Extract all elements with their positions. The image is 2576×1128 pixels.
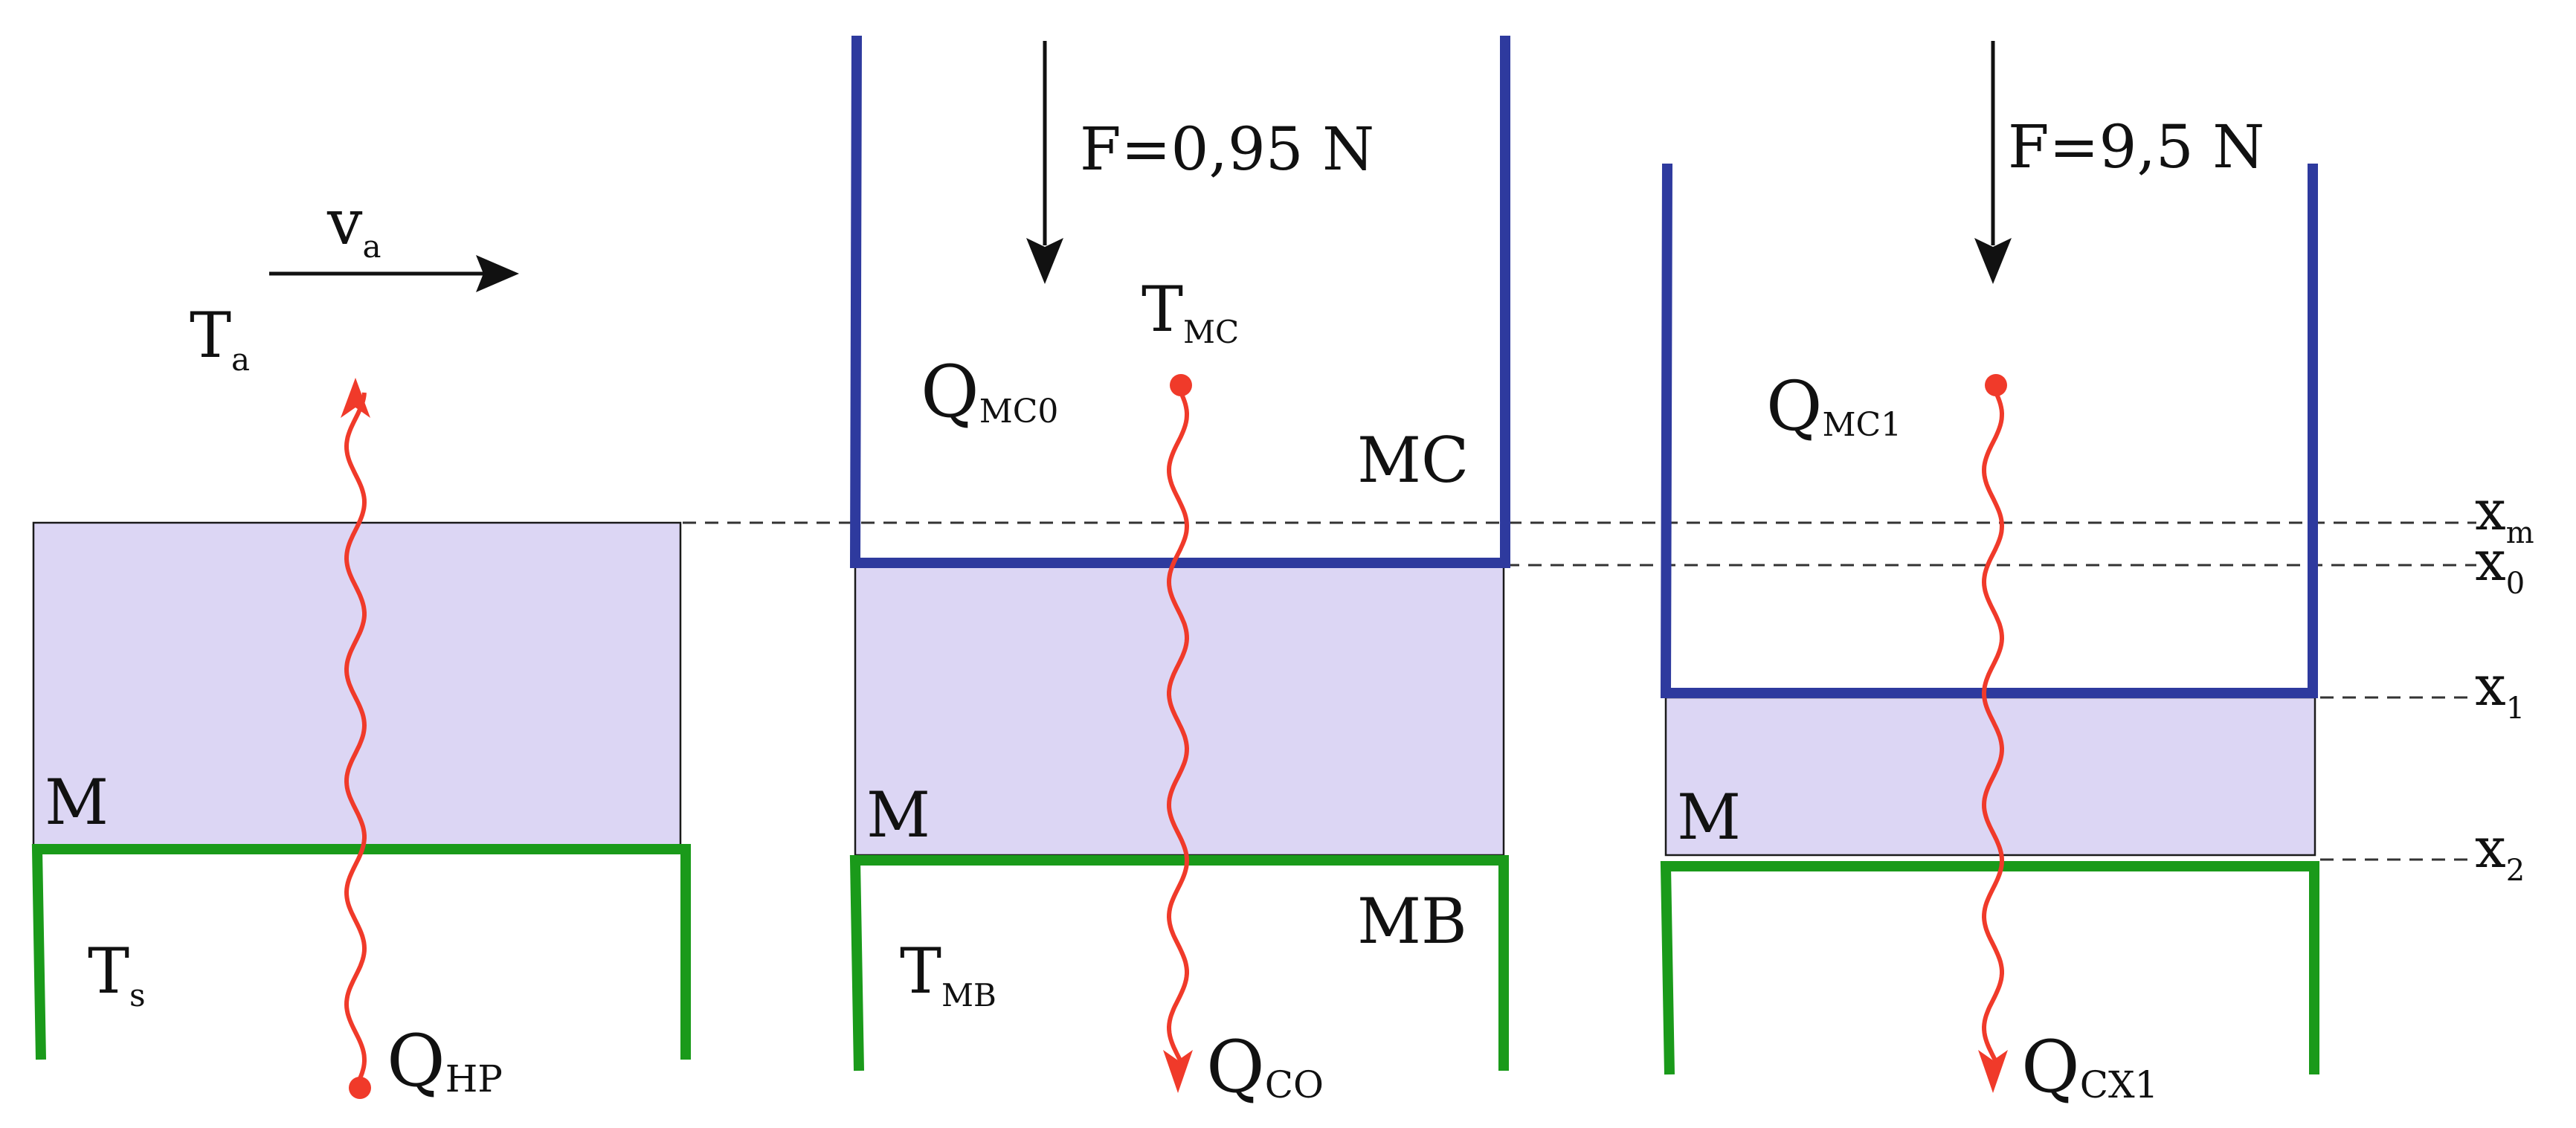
top-temp-label: TMC [1142,273,1239,350]
heat-label: QCX1 [2021,1025,2158,1109]
force-label: F=9,5 N [2008,112,2264,181]
ambient-temp-label: Ta [190,299,250,378]
bottom-plate [1660,861,2319,1075]
level-label-xm: xm [2475,479,2534,550]
heat-top-label: QMC0 [921,350,1058,434]
bottom-plate [31,844,691,1060]
top-plate [849,35,1510,568]
heat-source-dot [1985,374,2007,396]
velocity-arrowhead [476,255,519,292]
material-block [32,521,682,847]
heat-source-dot [349,1077,371,1099]
velocity-label: va [326,186,381,265]
panel-2: F=0,95 N QMC0 TMC MC M MB TMB QCO [849,35,1510,1109]
heat-flow-wavy-arrow [1981,385,2005,1061]
level-label-x0: x0 [2475,529,2525,601]
force-arrowhead [1026,238,1063,284]
heat-arrowhead [1978,1050,2008,1093]
level-labels: xm x0 x1 x2 [2475,479,2534,888]
material-label: M [45,766,109,839]
bottom-plate [849,855,1509,1071]
heat-label: QHP [387,1019,503,1103]
panel-1: va Ta M Ts QHP [31,186,691,1103]
material-label: M [866,779,930,851]
bottom-temp-label: TMB [900,935,996,1013]
heat-top-label: QMC1 [1766,367,1902,446]
heat-arrowhead [341,378,370,418]
top-plate-label: MC [1357,424,1469,497]
force-arrowhead [1974,238,2012,284]
heat-source-dot [1170,374,1192,396]
material-label: M [1677,781,1741,854]
heat-arrowhead [1163,1050,1193,1093]
force-label: F=0,95 N [1080,115,1374,184]
heat-flow-wavy-arrow [344,392,367,1089]
level-label-x2: x2 [2475,816,2525,888]
surface-temp-label: Ts [88,935,146,1013]
heat-flow-wavy-arrow [1166,385,1190,1061]
panel-3: F=9,5 N QMC1 M QCX1 [1660,41,2319,1109]
bottom-plate-label: MB [1357,885,1467,958]
top-plate [1660,163,2318,698]
level-label-x1: x1 [2475,654,2525,726]
heat-label: QCO [1206,1025,1324,1109]
